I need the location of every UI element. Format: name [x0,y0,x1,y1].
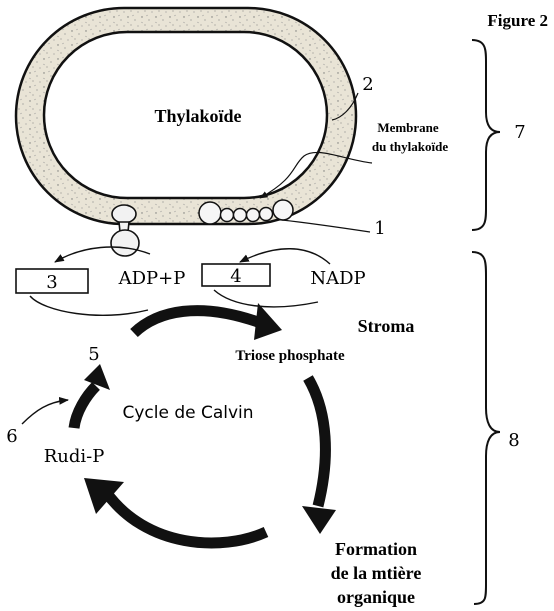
triose-phosphate-label: Triose phosphate [235,348,345,364]
arrow-3-to-cycle [29,295,149,316]
membrane-complexes [198,199,294,225]
arrow-nadp-to-4 [239,248,331,265]
nadp-label: NADP [310,268,365,289]
label-num-5: 5 [88,344,99,365]
arrow-6 [21,396,69,425]
formation-label-line2: de la mtière [331,563,422,583]
figure-title: Figure 2 [487,11,548,30]
leader-line-1 [281,219,371,233]
arrow-4-to-cycle [213,289,319,308]
cycle-arrow-top [130,305,260,338]
box-3 [15,268,89,294]
cycle-de-calvin-label: Cycle de Calvin [122,403,253,423]
label-num-2: 2 [362,74,373,95]
cycle-arrow-left [68,382,101,429]
label-num-7: 7 [514,122,525,143]
cycle-arrow-bottom-head [84,478,124,514]
formation-label-line3: organique [337,587,415,607]
rudi-p-label: Rudi-P [44,446,105,467]
thylakoide-label: Thylakoïde [154,106,241,126]
membrane-label-line1: Membrane [377,120,439,135]
thylakoid-lumen [42,30,329,200]
cycle-arrow-right-head [302,506,336,534]
cycle-arrow-top-head [254,303,282,340]
cycle-arrow-left-head [84,364,110,390]
formation-label-line1: Formation [335,539,417,559]
cycle-arrow-right [303,375,331,508]
adp-p-label: ADP+P [118,268,186,289]
leader-line-membrane [259,151,373,199]
box-4 [201,263,271,287]
cycle-arrow-bottom [101,488,269,549]
calvin-cycle-arrows [68,303,336,549]
label-num-8: 8 [508,430,519,451]
arrow-atp-to-3 [54,246,151,263]
stroma-label: Stroma [358,316,415,336]
label-num-1: 1 [374,218,385,239]
label-num-3: 3 [46,272,57,293]
membrane-label-line2: du thylakoïde [372,139,448,154]
label-num-6: 6 [6,426,17,447]
leader-line-2 [331,92,359,121]
brace-7 [471,39,501,231]
label-num-4: 4 [230,266,241,287]
brace-8 [471,251,501,605]
